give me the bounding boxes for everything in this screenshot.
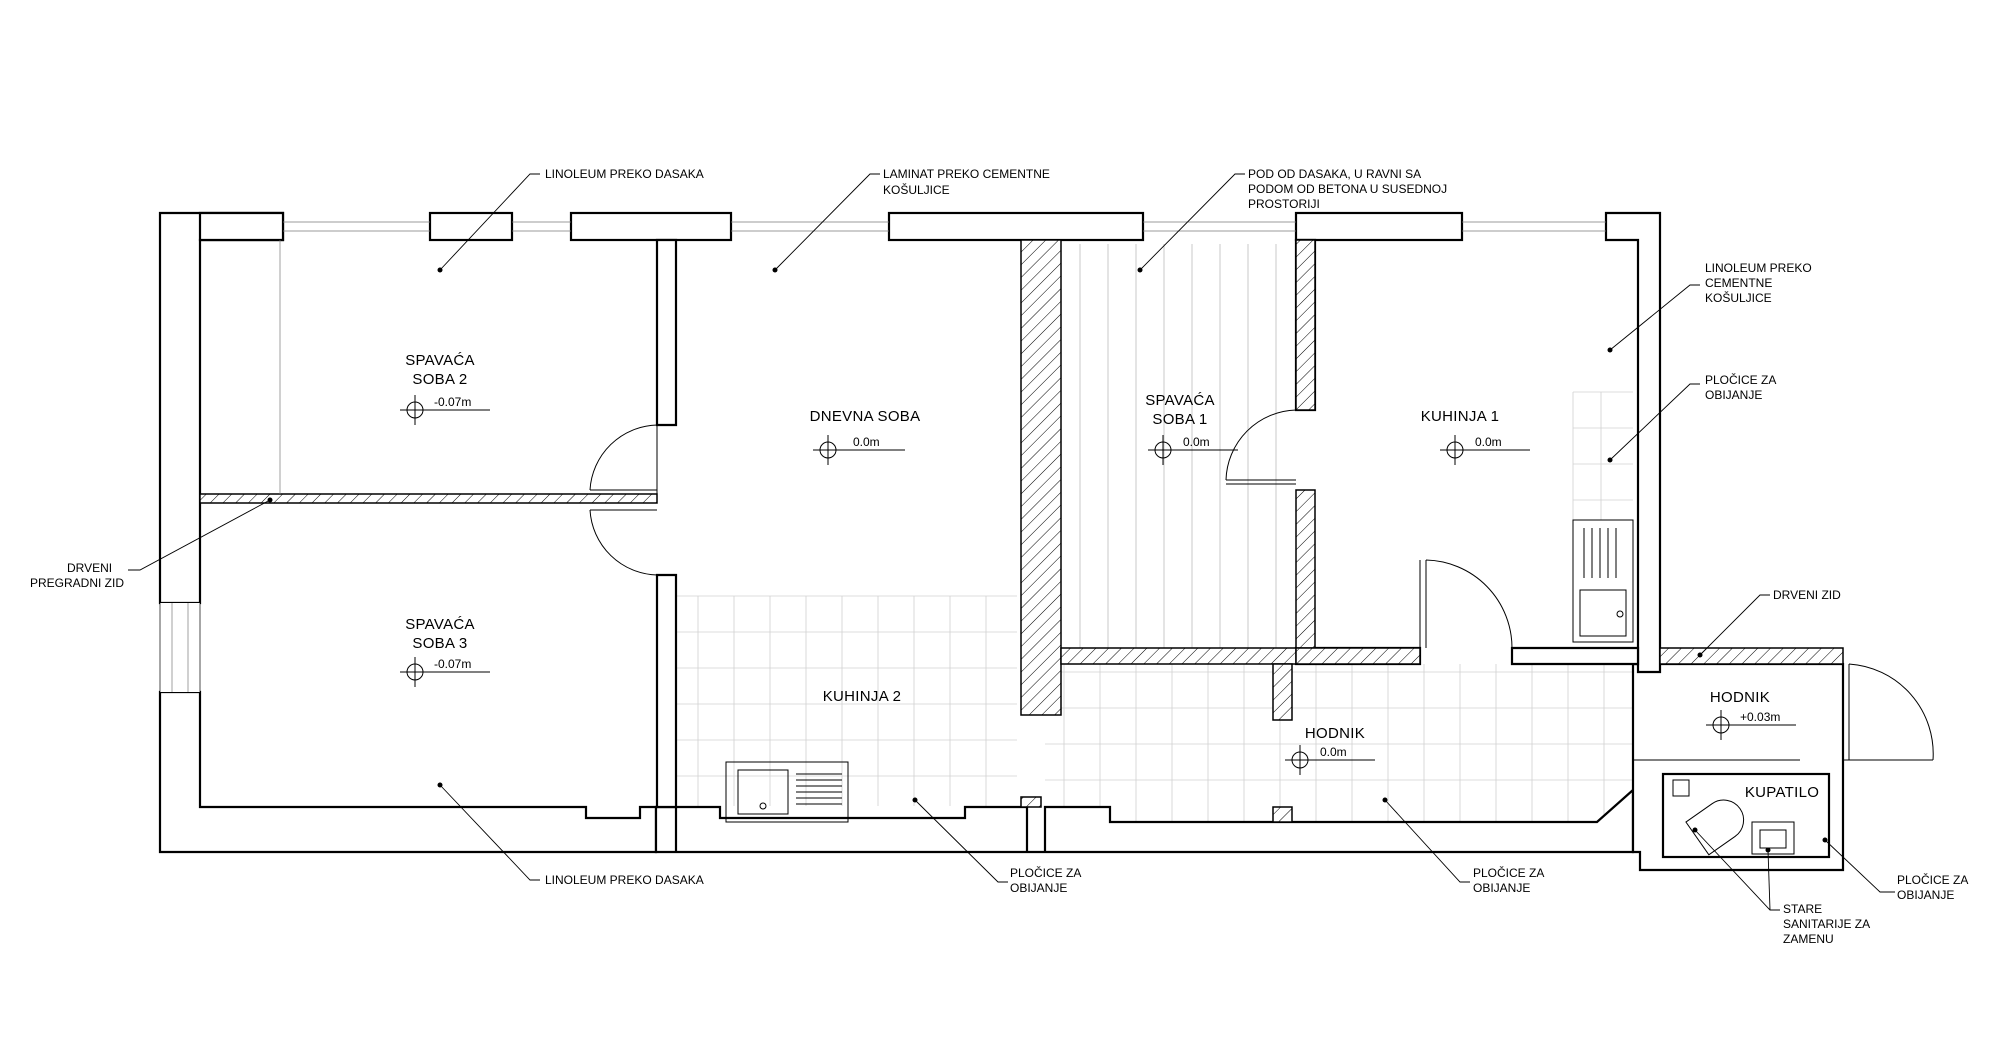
note-pod-line3: PROSTORIJI [1248,197,1320,211]
kitchen-2-sink [725,761,849,823]
room-labels: SPAVAĆA SOBA 2 -0.07m SPAVAĆA SOBA 3 -0.… [405,352,1819,801]
note-plocice-k2-line1: PLOČICE ZA [1010,865,1081,880]
wall-bedroom2-livingroom [655,238,678,427]
wall-kitchen1-bottom-right [1510,646,1640,666]
top-pier-3 [887,211,1145,242]
room-name-spavaca-soba-3-line1: SPAVAĆA [405,616,475,633]
hatched-wall-kitchen2-bottom-stub [1020,796,1042,808]
hatched-walls [199,239,1844,823]
room-name-spavaca-soba-3-line2: SOBA 3 [412,635,467,652]
top-right-corner [1604,211,1662,674]
note-drveni-pregradni-line2: PREGRADNI ZID [30,576,124,590]
note-drveni-pregradni-line1: DRVENI [67,561,112,575]
note-pod-line2: PODOM OD BETONA U SUSEDNOJ [1248,182,1447,196]
doors [589,409,1934,761]
wall-bedroom3-kitchen2 [655,573,678,809]
room-name-kuhinja-1: KUHINJA 1 [1421,408,1500,425]
note-pod-line1: POD OD DASAKA, U RAVNI SA [1248,167,1421,181]
door-bedroom3 [589,509,658,576]
note-stare-sanitarije-line3: ZAMENU [1783,932,1834,946]
walls [158,211,1845,872]
level-hodnik-small: +0.03m [1740,710,1780,724]
note-plocice-k2-line2: OBIJANJE [1010,881,1067,895]
note-linoleum-top: LINOLEUM PREKO DASAKA [545,167,704,181]
hatched-wall-kitchen1-bottom [1295,647,1421,665]
level-dnevna-soba: 0.0m [853,435,880,449]
room-name-spavaca-soba-2-line1: SPAVAĆA [405,352,475,369]
leaders [128,173,1895,911]
room-name-spavaca-soba-1-line1: SPAVAĆA [1145,392,1215,409]
top-pier-1 [428,211,514,242]
level-spavaca-soba-2: -0.07m [434,395,471,409]
level-hodnik: 0.0m [1320,745,1347,759]
level-kuhinja-1: 0.0m [1475,435,1502,449]
top-wall-segment-a [198,211,285,242]
hatched-wall-hodnik-stub [1272,663,1293,721]
door-bedroom1 [1225,409,1297,485]
hatched-wall-drveni-zid [1659,647,1844,665]
hatched-wall-bedroom1-kitchen1-lower [1295,489,1316,649]
level-spavaca-soba-1: 0.0m [1183,435,1210,449]
wall-west-window-left [160,603,200,692]
bedroom-1-plank-floor [1079,244,1277,648]
room-name-spavaca-soba-2-line2: SOBA 2 [412,371,467,388]
kitchen-2-tile-floor [676,595,1017,806]
door-bedroom2 [589,424,658,494]
hatched-wall-bedroom1-bottom [1060,647,1297,665]
door-entrance [1842,663,1934,761]
note-plocice-hodnik-line1: PLOČICE ZA [1473,865,1544,880]
note-laminat-line1: LAMINAT PREKO CEMENTNE [883,167,1050,181]
room-name-kuhinja-2: KUHINJA 2 [823,688,902,705]
note-linoleum-bottom: LINOLEUM PREKO DASAKA [545,873,704,887]
note-plocice-k1-line2: OBIJANJE [1705,388,1762,402]
room-name-hodnik-small: HODNIK [1710,689,1770,706]
hallway-tile-floor [1045,664,1633,822]
hatched-wall-bedroom1-kitchen1 [1295,239,1316,411]
note-stare-sanitarije-line1: STARE [1783,902,1822,916]
top-pier-4 [1294,211,1464,242]
outer-wall-main [158,211,658,854]
top-pier-2 [569,211,733,242]
note-linoleum-cement-line1: LINOLEUM PREKO [1705,261,1812,275]
room-name-dnevna-soba: DNEVNA SOBA [810,408,921,425]
level-markers [400,395,1796,775]
note-plocice-kupatilo-line1: PLOČICE ZA [1897,872,1968,887]
note-plocice-k1-line1: PLOČICE ZA [1705,372,1776,387]
bathroom-fixtures [1672,779,1795,856]
hatched-wall-livingroom-bedroom1 [1020,239,1062,716]
note-linoleum-cement-line2: CEMENTNE [1705,276,1772,290]
kitchen-1-sink [1572,519,1634,643]
level-spavaca-soba-3: -0.07m [434,657,471,671]
hatched-wall-drveni-pregradni [199,493,658,504]
hatched-wall-hodnik-bottom-stub [1272,806,1293,823]
annotations: LINOLEUM PREKO DASAKA LAMINAT PREKO CEME… [30,167,1968,946]
outer-wall-bottom [654,787,1635,854]
note-drveni-zid: DRVENI ZID [1773,588,1841,602]
note-linoleum-cement-line3: KOŠULJICE [1705,290,1772,305]
note-plocice-kupatilo-line2: OBIJANJE [1897,888,1954,902]
note-plocice-hodnik-line2: OBIJANJE [1473,881,1530,895]
room-name-spavaca-soba-1-line2: SOBA 1 [1152,411,1207,428]
bathroom-inner [1661,772,1831,859]
room-name-hodnik: HODNIK [1305,725,1365,742]
note-laminat-line2: KOŠULJICE [883,182,950,197]
windows [159,221,1606,692]
door-kitchen1 [1419,559,1513,649]
kitchen-1-wall-tiles [1572,391,1633,520]
note-stare-sanitarije-line2: SANITARIJE ZA [1783,917,1870,931]
room-name-kupatilo: KUPATILO [1745,784,1819,801]
